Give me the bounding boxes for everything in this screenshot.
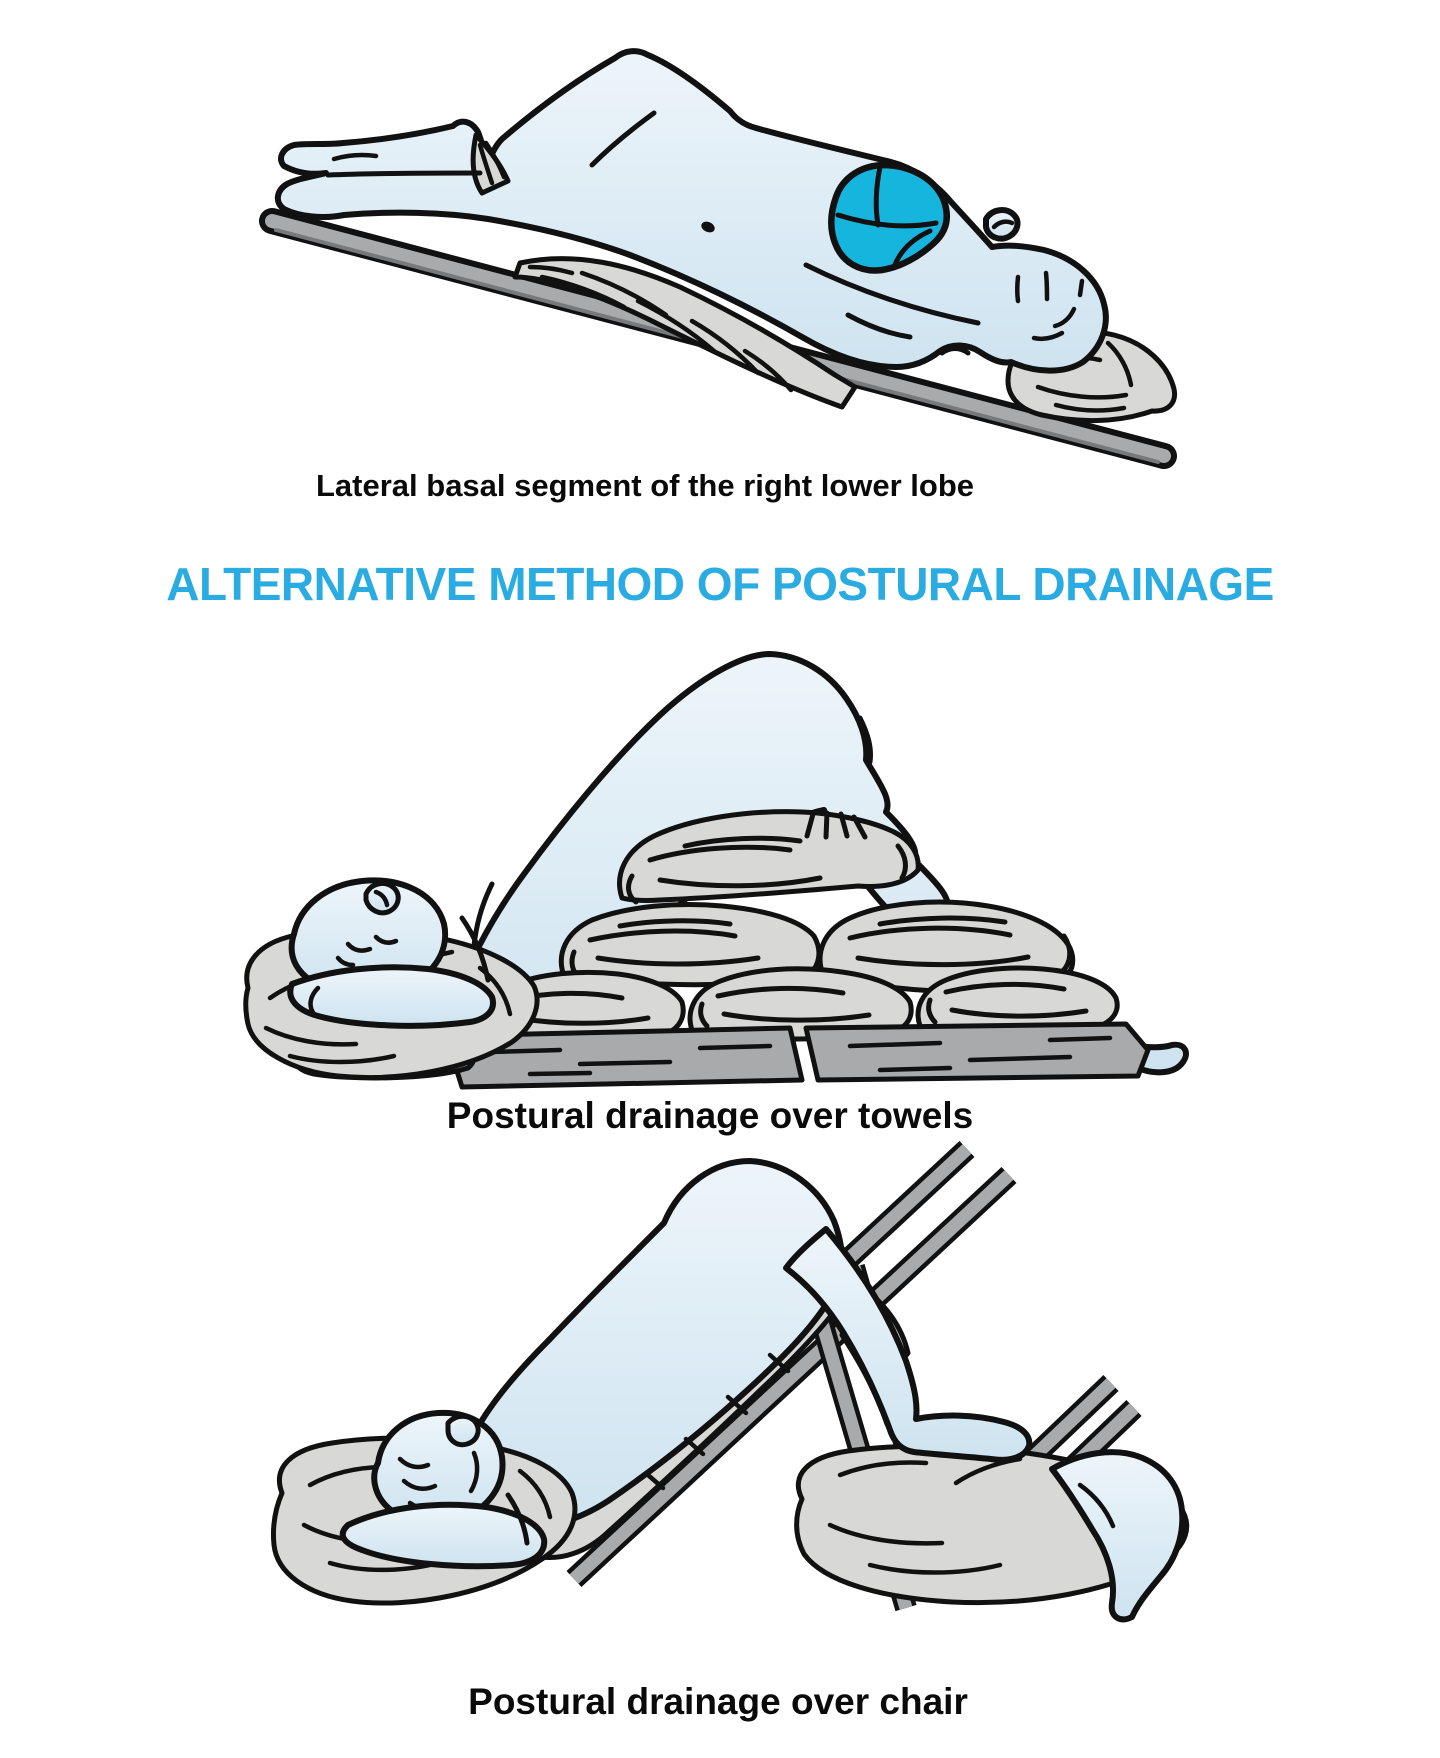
- towel-under-torso: [512, 256, 858, 410]
- patient-leg-chair: [783, 1226, 1033, 1463]
- knee-towel-wedge: [470, 132, 511, 196]
- base-plank: [443, 1021, 1151, 1090]
- illustration-lateral-basal: [259, 48, 1178, 469]
- arm-middle-figure: [287, 915, 496, 1029]
- towel-fold-lines: [645, 1352, 791, 1491]
- sheet-corner-on-pillow: [1049, 1449, 1186, 1623]
- body-detail-lines: [325, 110, 981, 356]
- ear-chair-figure: [445, 1413, 481, 1448]
- caption-chair: Postural drainage over chair: [468, 1681, 968, 1722]
- towel-stack: [482, 809, 1120, 1044]
- caption-towels: Postural drainage over towels: [446, 1095, 974, 1136]
- arm-chair-figure: [339, 1492, 548, 1570]
- patient-body: [274, 48, 1109, 374]
- illustration-drainage-over-chair: [271, 1140, 1190, 1623]
- illustration-drainage-over-towels: [243, 651, 1189, 1090]
- highlighted-lung-segment: [828, 161, 950, 274]
- caption-lateral-basal: Lateral basal segment of the right lower…: [315, 468, 975, 503]
- section-heading: ALTERNATIVE METHOD OF POSTURAL DRAINAGE: [166, 558, 1274, 610]
- ear-top-figure: [983, 207, 1021, 242]
- towel-row1: [617, 809, 921, 903]
- buttock-crease: [857, 715, 873, 765]
- head-chair-figure: [371, 1409, 506, 1527]
- navel: [701, 221, 715, 233]
- face-top-figure: [1015, 270, 1085, 342]
